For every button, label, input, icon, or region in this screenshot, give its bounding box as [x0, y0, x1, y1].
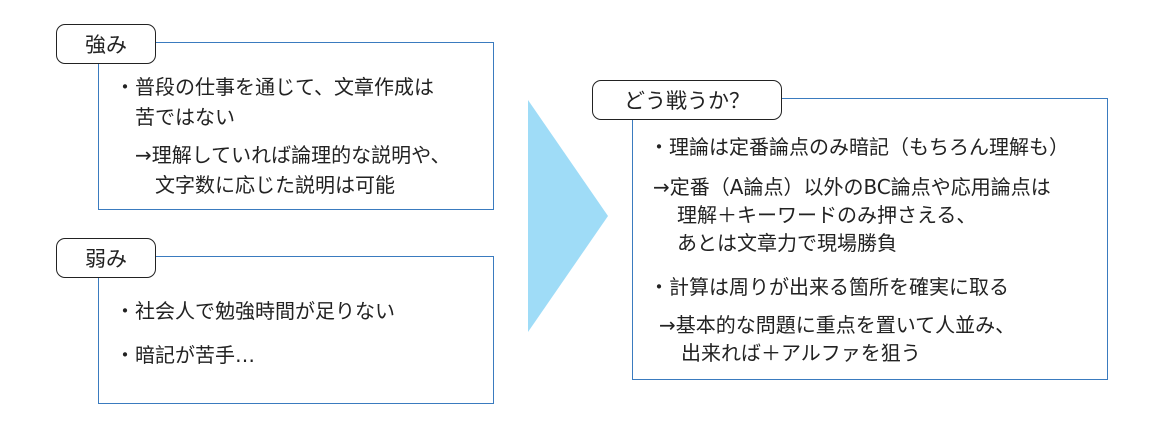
strengths-line-2: 苦ではない	[135, 105, 235, 129]
arrow-polygon	[528, 100, 608, 332]
weaknesses-tab: 弱み	[56, 238, 156, 278]
strategy-line-4: あとは文章力で現場勝負	[677, 231, 897, 255]
strengths-panel: ・普段の仕事を通じて、文章作成は 苦ではない →理解していれば論理的な説明や、 …	[98, 42, 494, 210]
strategy-line-1: ・理論は定番論点のみ暗記（もちろん理解も）	[649, 135, 1069, 159]
arrow-shape	[528, 100, 608, 332]
strengths-line-4: 文字数に応じた説明は可能	[155, 173, 395, 197]
strengths-tab: 強み	[56, 24, 156, 64]
strengths-line-1: ・普段の仕事を通じて、文章作成は	[115, 75, 434, 99]
weaknesses-line-1: ・社会人で勉強時間が足りない	[115, 299, 395, 323]
weaknesses-panel: ・社会人で勉強時間が足りない ・暗記が苦手…	[98, 256, 494, 404]
strategy-tab: どう戦うか？	[592, 80, 782, 120]
weaknesses-line-2: ・暗記が苦手…	[115, 343, 255, 367]
strategy-line-2: →定番（A論点）以外のBC論点や応用論点は	[653, 175, 1051, 199]
strategy-line-6: →基本的な問題に重点を置いて人並み、	[659, 313, 1016, 337]
strategy-line-5: ・計算は周りが出来る箇所を確実に取る	[649, 275, 1009, 299]
strategy-panel: ・理論は定番論点のみ暗記（もちろん理解も） →定番（A論点）以外のBC論点や応用…	[632, 98, 1108, 380]
strategy-line-3: 理解＋キーワードのみ押さえる、	[677, 203, 977, 227]
strengths-line-3: →理解していれば論理的な説明や、	[135, 143, 451, 167]
strategy-line-7: 出来れば＋アルファを狙う	[681, 341, 921, 365]
